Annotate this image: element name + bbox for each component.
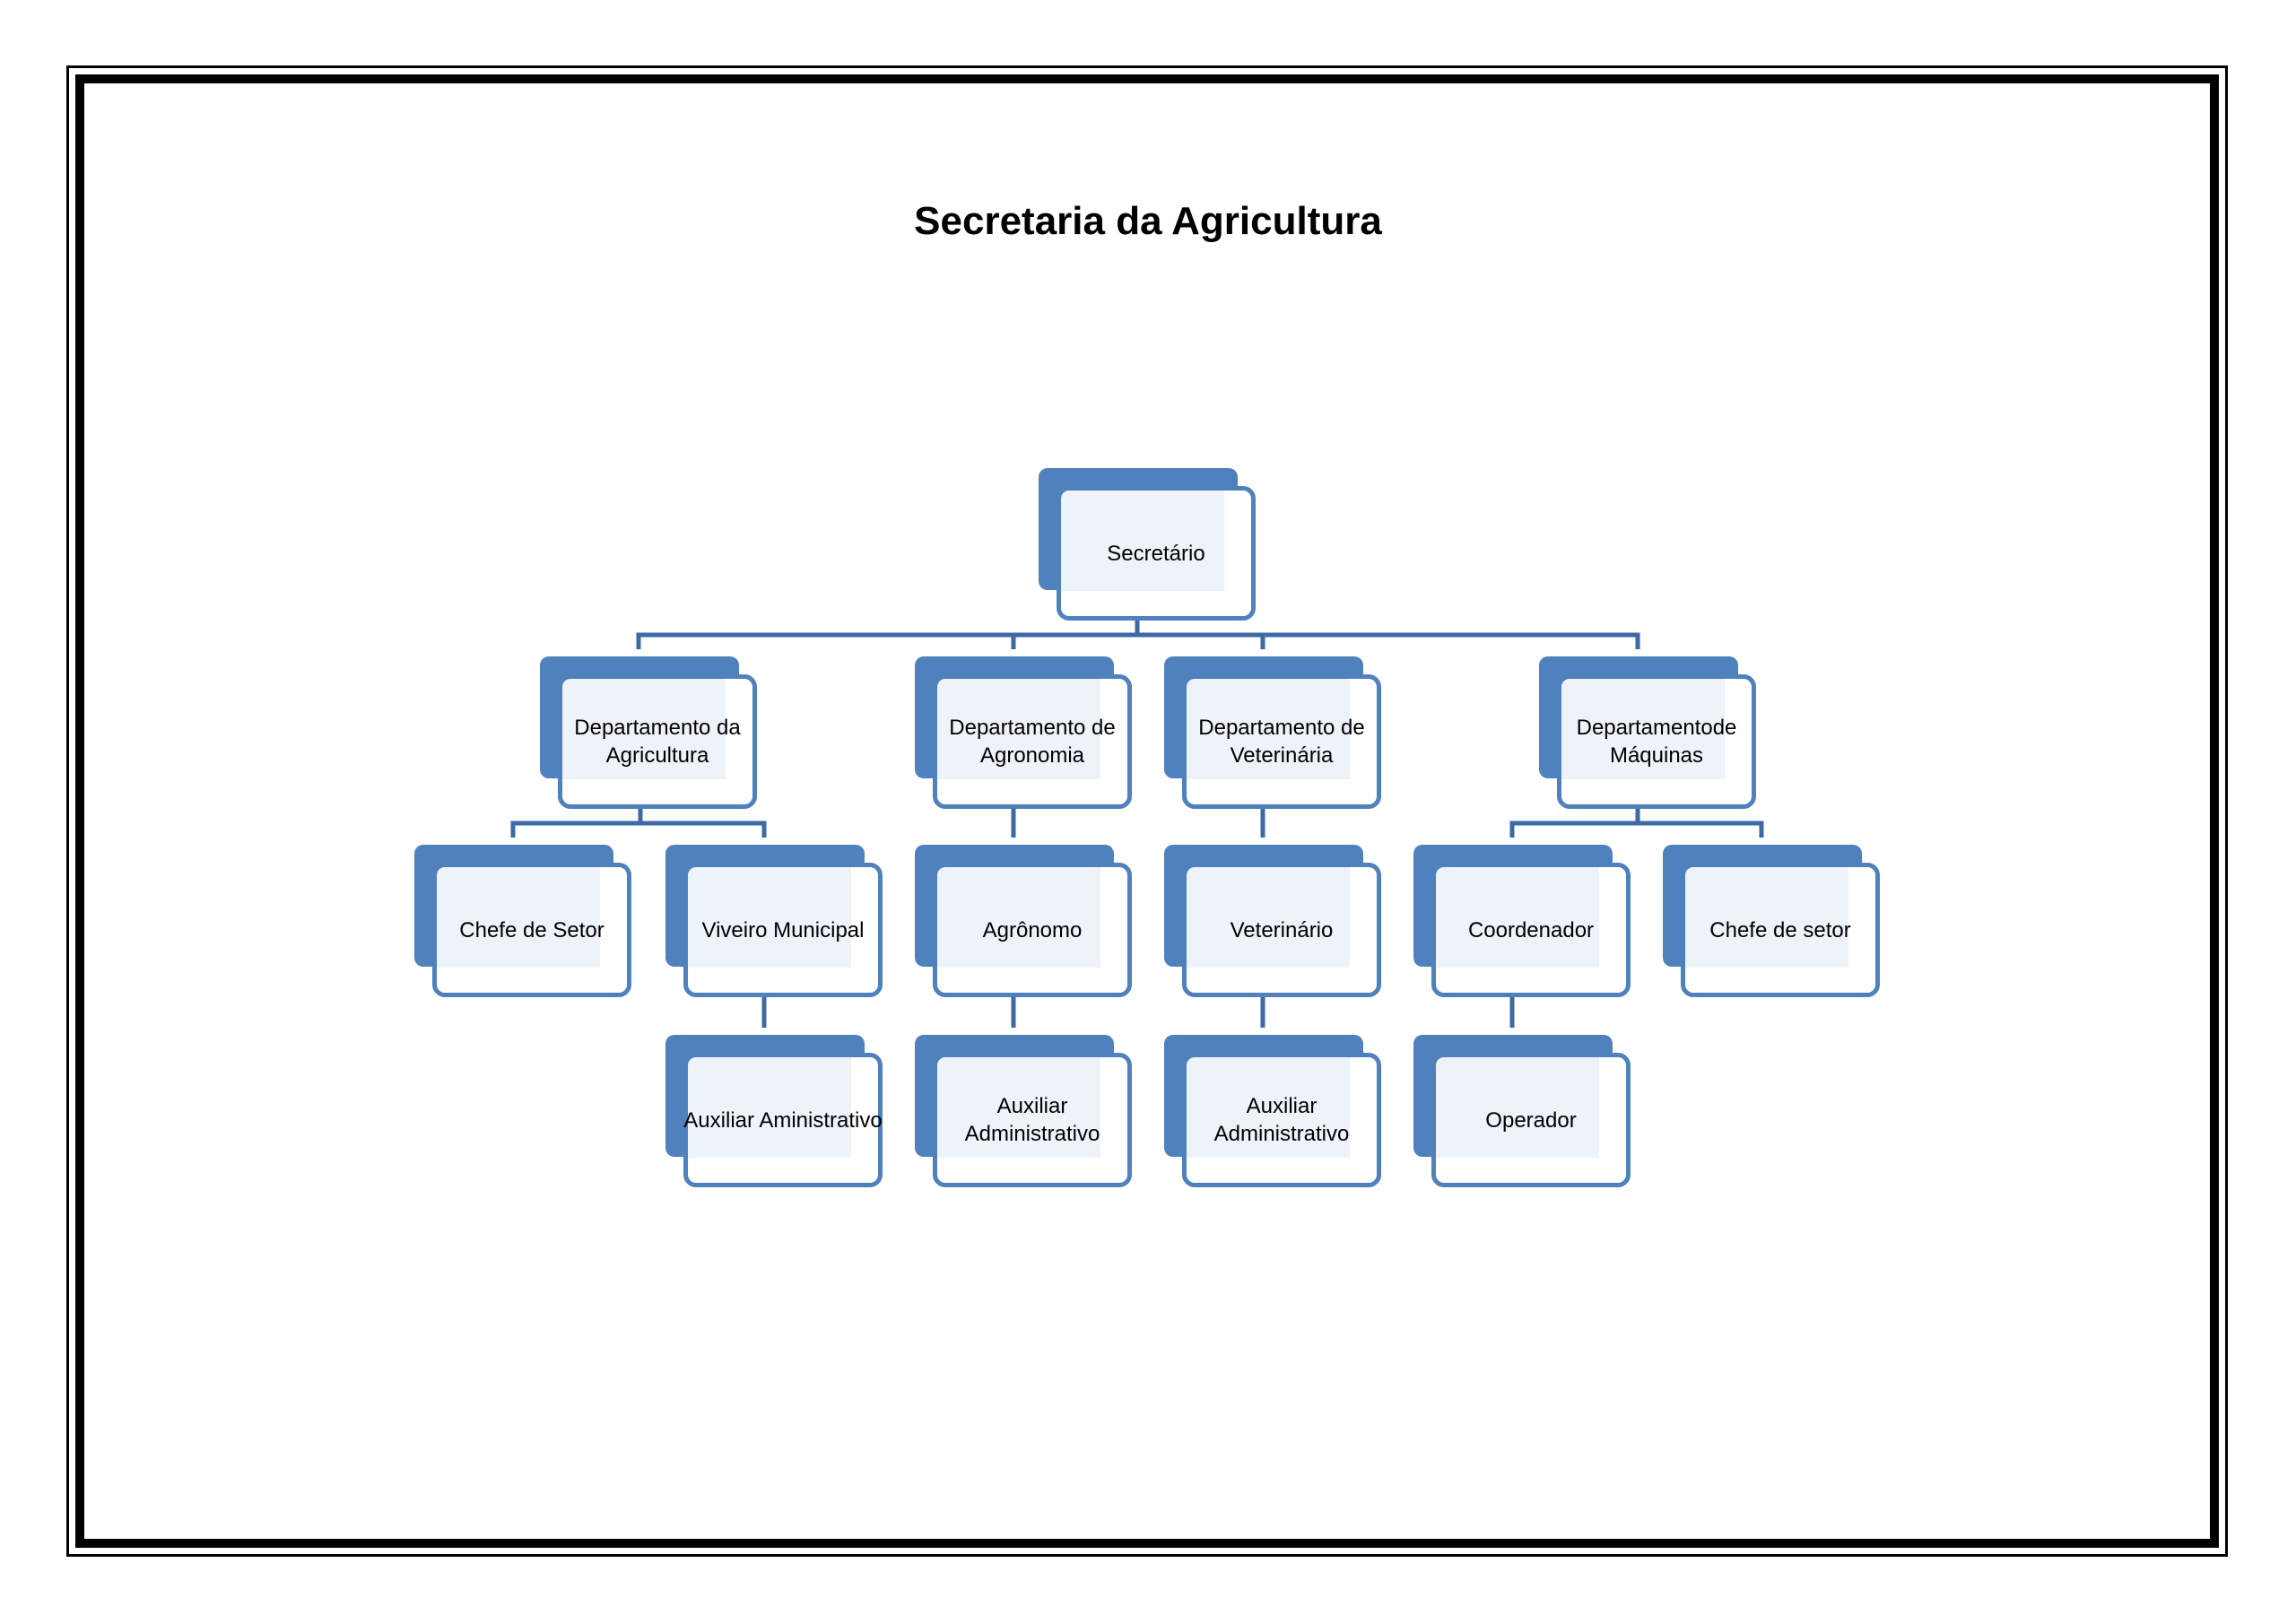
org-node-auxiliar-agronomia: Auxiliar Administrativo: [915, 1035, 1132, 1187]
page-frame-outer: [66, 65, 2228, 1557]
org-node-viveiro-municipal: Viveiro Municipal: [665, 845, 883, 997]
org-node-label: Secretário: [1107, 541, 1205, 566]
org-node-label: Viveiro Municipal: [701, 917, 865, 942]
org-node-chefe-setor-agricultura: Chefe de Setor: [414, 845, 631, 997]
org-node-dept-agronomia: Departamento de Agronomia: [915, 656, 1132, 809]
org-node-label: Chefe de setor: [1709, 917, 1851, 942]
org-node-auxiliar-viveiro: Auxiliar Aministrativo: [665, 1035, 883, 1187]
connector-agricultura-children: [510, 805, 767, 838]
org-node-label: Auxiliar Aministrativo: [683, 1107, 883, 1133]
org-node-veterinario: Veterinário: [1164, 845, 1381, 997]
org-node-label: Departamento da Agricultura: [574, 716, 741, 768]
org-node-agronomo: Agrônomo: [915, 845, 1132, 997]
org-node-dept-veterinaria: Departamento de Veterinária: [1164, 656, 1381, 809]
org-node-label: Veterinário: [1230, 917, 1334, 942]
org-node-label: Departamentode Máquinas: [1576, 716, 1737, 768]
org-node-label: Auxiliar Administrativo: [964, 1094, 1100, 1146]
org-node-label: Operador: [1485, 1107, 1577, 1133]
org-node-chefe-setor-maquinas: Chefe de setor: [1663, 845, 1880, 997]
connector-maquinas-children: [1509, 805, 1764, 838]
org-node-auxiliar-veterinaria: Auxiliar Administrativo: [1164, 1035, 1381, 1187]
page-frame-inner: [75, 74, 2219, 1548]
org-node-label: Coordenador: [1467, 917, 1595, 942]
org-node-label: Chefe de Setor: [459, 917, 604, 942]
org-node-operador: Operador: [1413, 1035, 1631, 1187]
org-node-label: Departamento de Agronomia: [949, 716, 1116, 768]
org-node-coordenador: Coordenador: [1413, 845, 1631, 997]
org-node-secretario: Secretário: [1039, 468, 1256, 621]
org-node-label: Auxiliar Administrativo: [1213, 1094, 1350, 1146]
connector-secretario-departments: [636, 613, 1640, 649]
org-node-dept-maquinas: Departamentode Máquinas: [1539, 656, 1756, 809]
org-node-dept-agricultura: Departamento da Agricultura: [540, 656, 757, 809]
org-node-label: Departamento de Veterinária: [1198, 716, 1365, 768]
org-node-label: Agrônomo: [982, 917, 1083, 942]
page-title: Secretaria da Agricultura: [914, 199, 1382, 243]
